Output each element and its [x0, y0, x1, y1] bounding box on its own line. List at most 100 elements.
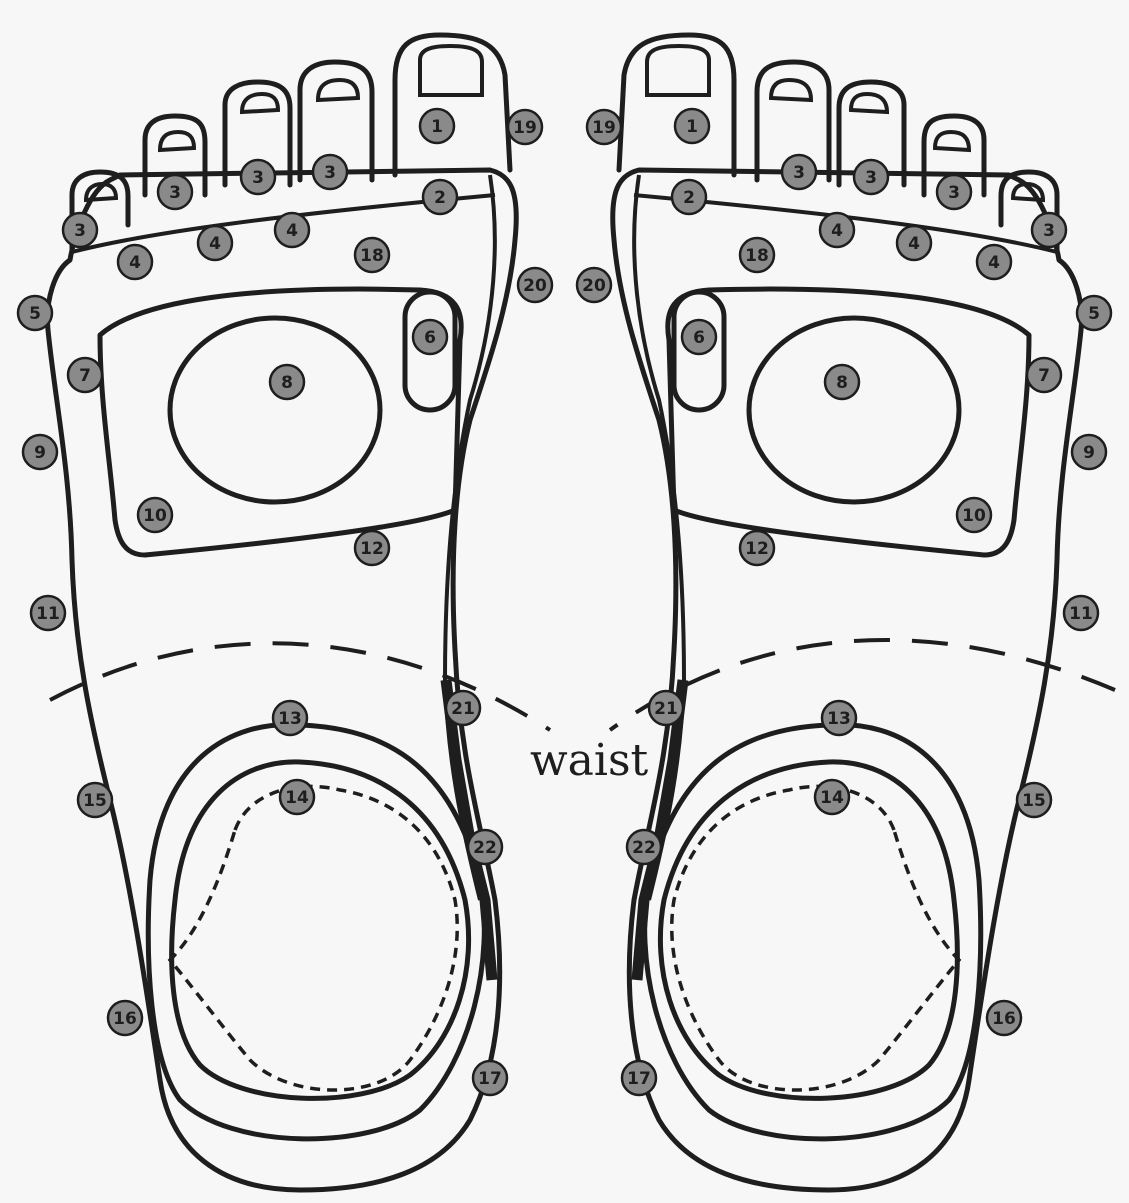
right-marker-13: 13: [822, 701, 856, 735]
right-marker-label: 20: [582, 276, 606, 296]
left-heel-outer: [148, 725, 484, 1139]
right-marker-7: 7: [1027, 358, 1061, 392]
right-marker-label: 2: [683, 188, 695, 208]
left-marker-label: 4: [209, 234, 221, 254]
left-marker-label: 13: [278, 709, 302, 729]
waist-label: waist: [530, 735, 649, 786]
right-marker-3: 3: [854, 160, 888, 194]
left-marker-3: 3: [313, 155, 347, 189]
right-marker-label: 3: [948, 183, 960, 203]
left-marker-3: 3: [241, 160, 275, 194]
right-marker-6: 6: [682, 320, 716, 354]
left-marker-3: 3: [63, 213, 97, 247]
left-marker-label: 20: [523, 276, 547, 296]
left-marker-label: 3: [252, 168, 264, 188]
left-marker-label: 4: [286, 221, 298, 241]
left-toe-4-nail: [160, 132, 194, 150]
right-marker-label: 9: [1083, 443, 1095, 463]
right-marker-label: 10: [962, 506, 986, 526]
right-marker-label: 13: [827, 709, 851, 729]
right-marker-3: 3: [1032, 213, 1066, 247]
right-marker-label: 5: [1088, 304, 1100, 324]
left-marker-label: 19: [513, 118, 537, 138]
left-marker-4: 4: [198, 226, 232, 260]
right-marker-label: 4: [908, 234, 920, 254]
right-foot-markers: 1233334441819205768910121113141521221617: [577, 109, 1111, 1095]
right-marker-12: 12: [740, 531, 774, 565]
right-marker-label: 17: [627, 1069, 651, 1089]
right-marker-15: 15: [1017, 783, 1051, 817]
right-marker-11: 11: [1064, 596, 1098, 630]
left-heel-inner: [172, 762, 469, 1098]
right-marker-label: 15: [1022, 791, 1046, 811]
left-marker-8: 8: [270, 365, 304, 399]
right-marker-3: 3: [782, 155, 816, 189]
right-marker-label: 19: [592, 118, 616, 138]
right-marker-label: 11: [1069, 604, 1093, 624]
left-toe-2-nail: [318, 80, 358, 100]
right-marker-4: 4: [820, 213, 854, 247]
left-marker-1: 1: [420, 109, 454, 143]
left-marker-2: 2: [423, 180, 457, 214]
right-marker-label: 16: [992, 1009, 1016, 1029]
left-toe-3-nail: [242, 94, 278, 112]
left-marker-label: 4: [129, 253, 141, 273]
right-marker-4: 4: [977, 245, 1011, 279]
left-marker-label: 5: [29, 304, 41, 324]
right-toe-3-nail: [851, 94, 887, 112]
right-marker-21: 21: [649, 691, 683, 725]
left-marker-label: 6: [424, 328, 436, 348]
right-marker-label: 3: [793, 163, 805, 183]
right-marker-label: 8: [836, 373, 848, 393]
left-marker-20: 20: [518, 268, 552, 302]
left-marker-label: 21: [451, 699, 475, 719]
left-marker-4: 4: [275, 213, 309, 247]
left-big-toe-nail: [420, 46, 482, 95]
right-marker-label: 6: [693, 328, 705, 348]
right-marker-19: 19: [587, 110, 621, 144]
left-marker-label: 16: [113, 1009, 137, 1029]
right-solar-plexus-circle: [749, 318, 959, 502]
left-marker-label: 3: [74, 221, 86, 241]
right-marker-2: 2: [672, 180, 706, 214]
right-marker-3: 3: [937, 175, 971, 209]
left-marker-label: 18: [360, 246, 384, 266]
right-toe-2-nail: [771, 80, 811, 100]
left-marker-16: 16: [108, 1001, 142, 1035]
right-toe-4-nail: [935, 132, 969, 150]
right-big-toe-nail: [647, 46, 709, 95]
right-marker-label: 12: [745, 539, 769, 559]
left-marker-label: 11: [36, 604, 60, 624]
right-marker-1: 1: [675, 109, 709, 143]
left-marker-18: 18: [355, 238, 389, 272]
left-marker-3: 3: [158, 175, 192, 209]
right-marker-8: 8: [825, 365, 859, 399]
left-marker-label: 3: [169, 183, 181, 203]
left-marker-21: 21: [446, 691, 480, 725]
right-marker-18: 18: [740, 238, 774, 272]
left-marker-6: 6: [413, 320, 447, 354]
right-marker-label: 22: [632, 838, 656, 858]
left-marker-label: 7: [79, 366, 91, 386]
right-marker-label: 7: [1038, 366, 1050, 386]
left-solar-plexus-circle: [170, 318, 380, 502]
right-marker-22: 22: [627, 830, 661, 864]
left-marker-12: 12: [355, 531, 389, 565]
left-marker-11: 11: [31, 596, 65, 630]
right-marker-label: 18: [745, 246, 769, 266]
left-marker-15: 15: [78, 783, 112, 817]
right-marker-label: 21: [654, 699, 678, 719]
right-heel-dotted: [672, 786, 959, 1090]
right-heel-outer: [645, 725, 981, 1139]
left-marker-label: 14: [285, 788, 309, 808]
right-marker-label: 3: [1043, 221, 1055, 241]
left-marker-label: 15: [83, 791, 107, 811]
right-marker-14: 14: [815, 780, 849, 814]
right-marker-10: 10: [957, 498, 991, 532]
left-marker-13: 13: [273, 701, 307, 735]
left-marker-label: 3: [324, 163, 336, 183]
left-marker-5: 5: [18, 296, 52, 330]
right-marker-5: 5: [1077, 296, 1111, 330]
left-marker-label: 17: [478, 1069, 502, 1089]
